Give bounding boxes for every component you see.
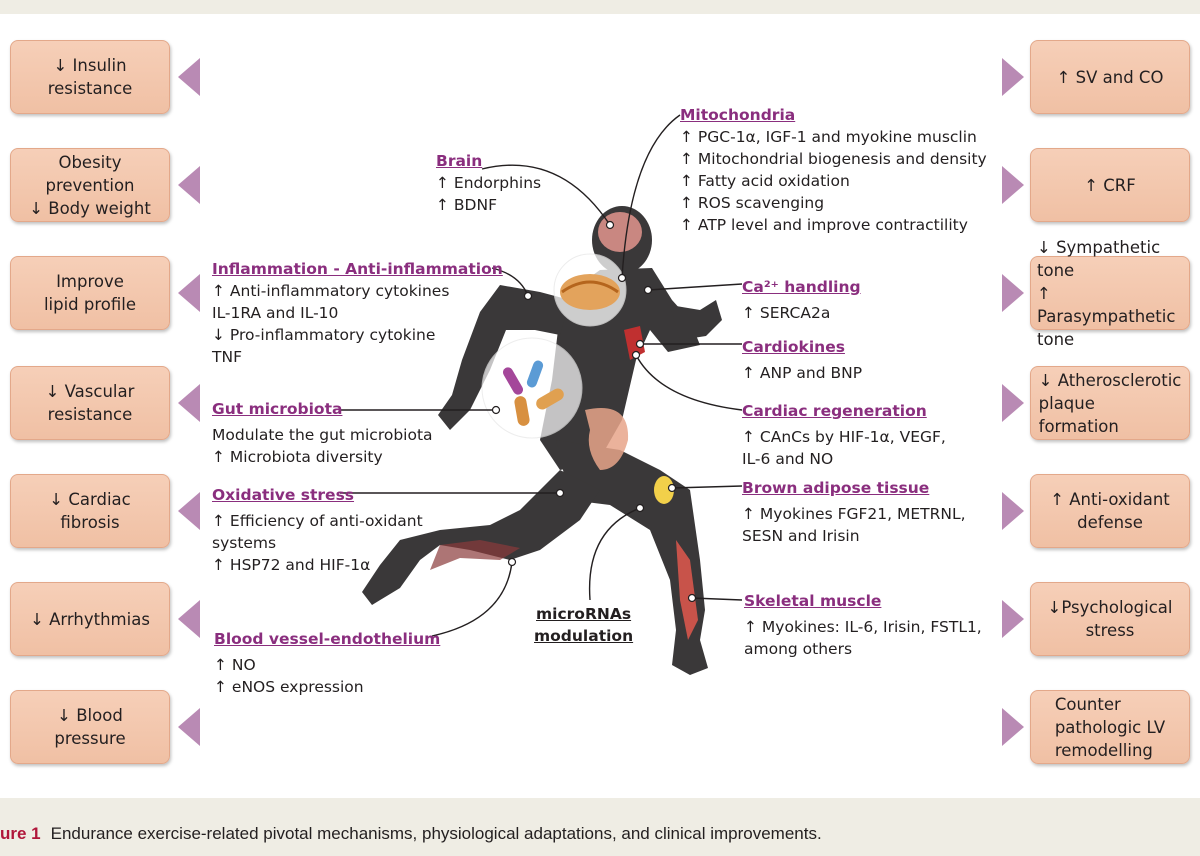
mechanism-blood-vessel: Blood vessel-endothelium ↑ NO ↑ eNOS exp… [214, 628, 440, 698]
gut-item: ↑ Microbiota diversity [212, 448, 383, 466]
left-box-obesity: Obesity prevention ↓ Body weight [10, 148, 170, 222]
right-box-autonomic-tone-text: ↓ Sympathetic tone ↑ Parasympathetic ton… [1037, 237, 1176, 349]
right-box-autonomic-tone: ↓ Sympathetic tone ↑ Parasympathetic ton… [1030, 238, 1190, 349]
right-box-atherosclerotic: ↓ Atherosclerotic plaque formation [1030, 366, 1190, 440]
right-box-sv-co-text: ↑ SV and CO [1056, 67, 1164, 87]
right-box-antioxidant-text: ↑ Anti-oxidant defense [1050, 490, 1170, 532]
left-arrow-triangle-icon [178, 708, 200, 746]
oxidative-item: ↑ Efficiency of anti-oxidant systems [212, 512, 423, 552]
left-box-insulin: ↓ Insulin resistance [10, 40, 170, 114]
right-arrow-triangle-icon [1002, 708, 1024, 746]
left-arrow-triangle-icon [178, 166, 200, 204]
mechanism-inflammation: Inflammation - Anti-inflammation ↑ Anti-… [212, 258, 503, 368]
skeletal-item: ↑ Myokines: IL-6, Irisin, FSTL1, among o… [744, 618, 982, 658]
left-arrow-triangle-icon [178, 600, 200, 638]
left-box-lipid: Improve lipid profile [10, 256, 170, 330]
right-box-antioxidant: ↑ Anti-oxidant defense [1030, 474, 1190, 548]
vessel-heading: Blood vessel-endothelium [214, 630, 441, 648]
vessel-item: ↑ eNOS expression [214, 678, 364, 696]
left-box-obesity-text: Obesity prevention ↓ Body weight [29, 152, 151, 218]
gut-item: Modulate the gut microbiota [212, 426, 433, 444]
connector-dots [491, 220, 697, 603]
cardiokines-heading: Cardiokines [742, 338, 845, 356]
right-box-lv-remodelling: Counter pathologic LV remodelling [1030, 690, 1190, 764]
left-box-arrhythmias-text: ↓ Arrhythmias [30, 609, 150, 629]
mechanism-oxidative-stress: Oxidative stress ↑ Efficiency of anti-ox… [212, 484, 423, 576]
left-box-fibrosis-text: ↓ Cardiac fibrosis [49, 490, 131, 532]
caption-text: Endurance exercise-related pivotal mecha… [50, 824, 822, 843]
mitochondria-item: ↑ Mitochondrial biogenesis and density [680, 150, 987, 168]
mechanism-brain: Brain ↑ Endorphins ↑ BDNF [436, 150, 541, 216]
cardiac-regeneration-heading: Cardiac regeneration [742, 402, 927, 420]
mitochondria-heading: Mitochondria [680, 106, 796, 124]
cardiokines-item: ↑ ANP and BNP [742, 364, 863, 382]
right-box-crf: ↑ CRF [1030, 148, 1190, 222]
mitochondria-item: ↑ ATP level and improve contractility [680, 216, 968, 234]
left-box-blood-pressure-text: ↓ Blood pressure [54, 706, 126, 748]
left-box-vascular: ↓ Vascular resistance [10, 366, 170, 440]
left-box-insulin-text: ↓ Insulin resistance [47, 56, 133, 98]
calcium-item: ↑ SERCA2a [742, 304, 831, 322]
left-box-vascular-text: ↓ Vascular resistance [45, 382, 135, 424]
figure-caption: ure 1 Endurance exercise-related pivotal … [0, 824, 1200, 854]
mitochondria-item: ↑ Fatty acid oxidation [680, 172, 850, 190]
mechanism-cardiac-regeneration: Cardiac regeneration ↑ CAnCs by HIF-1α, … [742, 400, 946, 470]
mitochondria-item: ↑ ROS scavenging [680, 194, 825, 212]
left-arrow-triangle-icon [178, 384, 200, 422]
right-box-crf-text: ↑ CRF [1084, 175, 1136, 195]
right-box-sv-co: ↑ SV and CO [1030, 40, 1190, 114]
mechanism-cardiokines: Cardiokines ↑ ANP and BNP [742, 336, 862, 384]
cardiac-regeneration-item: ↑ CAnCs by HIF-1α, VEGF, IL-6 and NO [742, 428, 946, 468]
mitochondria-item: ↑ PGC-1α, IGF-1 and myokine musclin [680, 128, 977, 146]
brain-heading: Brain [436, 152, 483, 170]
calcium-heading: Ca²⁺ handling [742, 278, 861, 296]
mechanism-calcium-handling: Ca²⁺ handling ↑ SERCA2a [742, 276, 861, 324]
left-arrow-triangle-icon [178, 492, 200, 530]
inflammation-item: ↓ Pro-inflammatory cytokine TNF [212, 326, 436, 366]
right-arrow-triangle-icon [1002, 274, 1024, 312]
connector-lines [340, 114, 743, 637]
right-box-atherosclerotic-text: ↓ Atherosclerotic plaque formation [1038, 370, 1182, 436]
right-box-lv-remodelling-text: Counter pathologic LV remodelling [1054, 694, 1166, 760]
brown-adipose-item: ↑ Myokines FGF21, METRNL, SESN and Irisi… [742, 505, 966, 545]
microrna-line1: microRNAs [536, 605, 632, 623]
left-box-lipid-text: Improve lipid profile [43, 272, 137, 314]
right-arrow-triangle-icon [1002, 492, 1024, 530]
right-arrow-triangle-icon [1002, 58, 1024, 96]
left-box-arrhythmias: ↓ Arrhythmias [10, 582, 170, 656]
oxidative-item: ↑ HSP72 and HIF-1α [212, 556, 371, 574]
left-arrow-triangle-icon [178, 274, 200, 312]
right-box-psychological-text: ↓Psychological stress [1047, 598, 1173, 640]
right-arrow-triangle-icon [1002, 384, 1024, 422]
microrna-line2: modulation [534, 627, 634, 645]
caption-label: ure 1 [0, 824, 41, 843]
vessel-item: ↑ NO [214, 656, 256, 674]
brain-item: ↑ Endorphins [436, 174, 542, 192]
right-arrow-triangle-icon [1002, 600, 1024, 638]
left-box-fibrosis: ↓ Cardiac fibrosis [10, 474, 170, 548]
mechanism-gut-microbiota: Gut microbiota Modulate the gut microbio… [212, 398, 433, 468]
skeletal-heading: Skeletal muscle [744, 592, 882, 610]
mechanism-brown-adipose: Brown adipose tissue ↑ Myokines FGF21, M… [742, 477, 966, 547]
gut-heading: Gut microbiota [212, 400, 343, 418]
mechanism-skeletal-muscle: Skeletal muscle ↑ Myokines: IL-6, Irisin… [744, 590, 982, 660]
microrna-modulation-label: microRNAs modulation [534, 603, 633, 647]
inflammation-item: ↑ Anti-inflammatory cytokines IL-1RA and… [212, 282, 450, 322]
left-arrow-triangle-icon [178, 58, 200, 96]
mechanism-mitochondria: Mitochondria ↑ PGC-1α, IGF-1 and myokine… [680, 104, 987, 236]
right-box-psychological: ↓Psychological stress [1030, 582, 1190, 656]
left-box-blood-pressure: ↓ Blood pressure [10, 690, 170, 764]
brain-item: ↑ BDNF [436, 196, 497, 214]
brown-adipose-heading: Brown adipose tissue [742, 479, 930, 497]
oxidative-heading: Oxidative stress [212, 486, 355, 504]
right-arrow-triangle-icon [1002, 166, 1024, 204]
inflammation-heading: Inflammation - Anti-inflammation [212, 260, 503, 278]
